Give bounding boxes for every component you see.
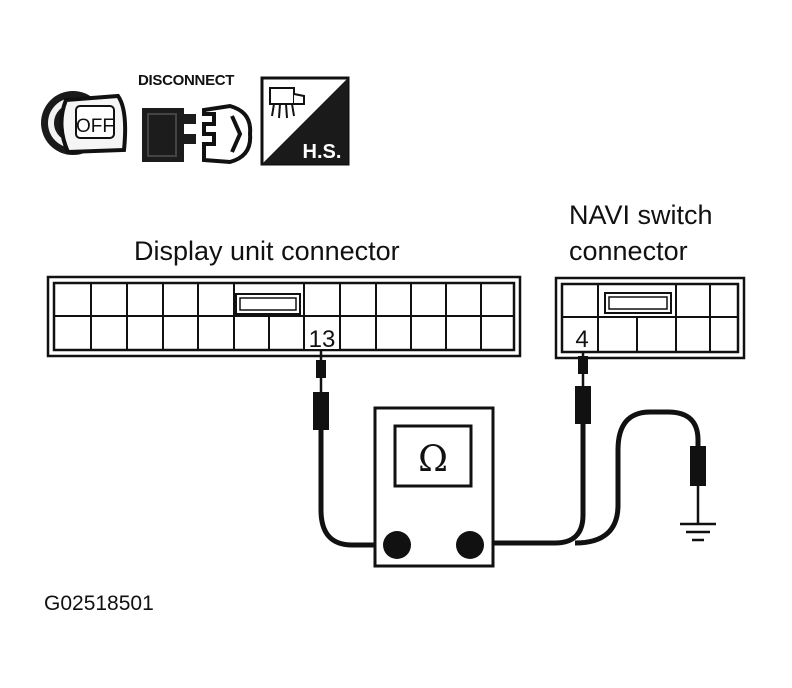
harness-hs-icon: H.S. <box>260 76 350 166</box>
ohm-symbol: Ω <box>418 439 448 480</box>
terminal-4-label: 4 <box>575 326 588 353</box>
terminal-13-label: 13 <box>309 326 336 353</box>
navi-switch-connector-title-line2: connector <box>569 236 688 266</box>
meter-terminal-right <box>456 531 484 559</box>
probe-left <box>313 350 393 548</box>
ohmmeter: Ω <box>373 406 495 568</box>
probe-right <box>470 352 591 546</box>
harness-hs-label: H.S. <box>303 141 342 163</box>
figure-code: G02518501 <box>44 592 154 615</box>
display-unit-connector: 13 <box>46 275 522 358</box>
ground-lead <box>574 409 716 546</box>
ignition-off-icon: OFF <box>41 91 128 155</box>
disconnect-label: DISCONNECT <box>138 72 235 89</box>
ground-symbol <box>680 522 716 542</box>
meter-terminal-left <box>383 531 411 559</box>
ignition-off-label: OFF <box>76 116 114 137</box>
disconnect-connector-icon <box>142 103 253 165</box>
navi-switch-connector: 4 <box>554 276 746 360</box>
display-unit-connector-title: Display unit connector <box>134 236 400 266</box>
terminal-13-cell <box>305 318 339 349</box>
navi-switch-connector-title-line1: NAVI switch <box>569 200 713 230</box>
